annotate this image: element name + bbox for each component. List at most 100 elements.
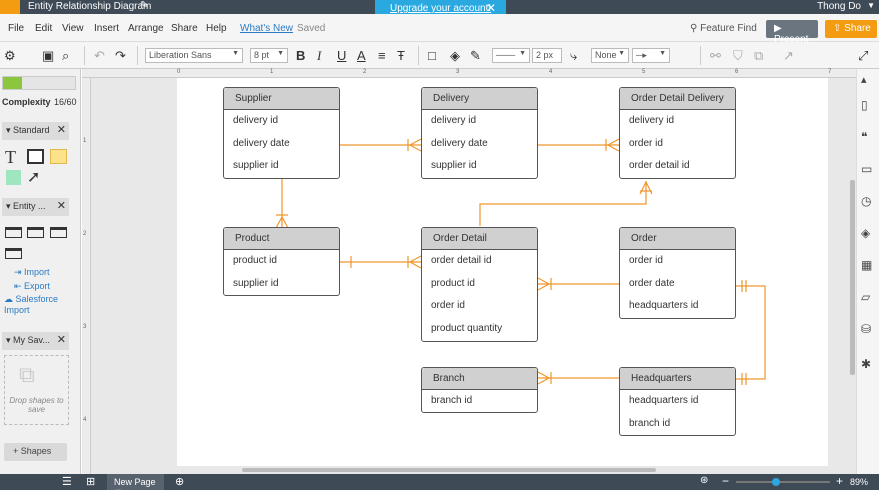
import-link[interactable]: ⇥ Import: [14, 267, 50, 278]
database-icon[interactable]: ⛁: [861, 322, 872, 336]
zoom-in-icon[interactable]: +: [836, 474, 844, 488]
line-width-select[interactable]: 2 px: [532, 48, 562, 63]
close-icon[interactable]: ✕: [56, 200, 66, 212]
connector-order-headquarters[interactable]: [736, 285, 766, 380]
font-size-select[interactable]: 8 pt▼: [250, 48, 288, 63]
entity-title: Headquarters: [620, 368, 735, 390]
present-button[interactable]: ▶ Present: [766, 20, 818, 45]
menu-insert[interactable]: Insert: [94, 23, 120, 34]
entity-shape-icon[interactable]: [5, 227, 22, 238]
bottom-bar: ☰ ⊞ New Page ▼ ⊕ ⊛ − + 89%: [0, 474, 879, 497]
app-logo-icon[interactable]: [0, 0, 20, 14]
menu-help[interactable]: Help: [206, 23, 227, 34]
history-icon[interactable]: ◷: [861, 194, 872, 208]
grid-view-icon[interactable]: ⊞: [86, 476, 96, 488]
line-color-icon[interactable]: ✎: [470, 48, 481, 63]
entity-order[interactable]: Order order id order date headquarters i…: [619, 227, 736, 319]
salesforce-import-link[interactable]: ☁ Salesforce Import: [4, 294, 78, 316]
layer-icon[interactable]: ⧉: [754, 48, 764, 63]
add-page-icon[interactable]: ⊕: [175, 476, 185, 488]
entity-delivery[interactable]: Delivery delivery id delivery date suppl…: [421, 87, 538, 179]
text-options-icon[interactable]: Ŧ: [397, 48, 405, 63]
library-entity-header[interactable]: ▾ Entity ...✕: [2, 198, 69, 216]
entity-supplier[interactable]: Supplier delivery id delivery date suppl…: [223, 87, 340, 179]
entity-headquarters[interactable]: Headquarters headquarters id branch id: [619, 367, 736, 436]
text-shape-icon[interactable]: T: [5, 147, 16, 167]
bold-icon[interactable]: B: [296, 48, 306, 63]
diagram-page[interactable]: Supplier delivery id delivery date suppl…: [177, 78, 828, 466]
connector-style-icon[interactable]: ⤷: [570, 48, 578, 63]
italic-icon[interactable]: I: [317, 48, 322, 63]
document-title[interactable]: Entity Relationship Diagram: [28, 1, 152, 12]
presentation-icon[interactable]: ▭: [861, 162, 873, 176]
connector-orderdetail-odd[interactable]: [479, 181, 647, 226]
magic-wand-icon[interactable]: ✱: [861, 357, 872, 371]
close-icon[interactable]: ✕: [485, 1, 496, 15]
more-tools-icon[interactable]: ↗: [783, 48, 794, 63]
entity-shape-icon[interactable]: [27, 227, 44, 238]
feature-find-button[interactable]: ⚲ Feature Find: [690, 23, 757, 34]
navigate-icon[interactable]: ⊛: [700, 475, 709, 486]
entity-order-detail[interactable]: Order Detail order detail id product id …: [421, 227, 538, 342]
close-icon[interactable]: ✕: [56, 334, 66, 346]
library-standard-header[interactable]: ▾ Standard✕: [2, 122, 69, 140]
list-view-icon[interactable]: ☰: [62, 476, 72, 488]
block-shape-icon[interactable]: [6, 170, 21, 185]
gear-icon[interactable]: ⚙: [4, 48, 16, 63]
horizontal-scrollbar[interactable]: [242, 468, 656, 472]
zoom-out-icon[interactable]: −: [722, 474, 730, 488]
close-icon[interactable]: ✕: [56, 124, 66, 136]
align-icon[interactable]: ≡: [378, 48, 386, 63]
rectangle-shape-icon[interactable]: [27, 149, 44, 164]
undo-icon[interactable]: ↶: [94, 48, 105, 63]
menu-share[interactable]: Share: [171, 23, 198, 34]
menu-file[interactable]: File: [8, 23, 25, 34]
lock-icon[interactable]: ⛉: [733, 48, 743, 63]
arrow-end-select[interactable]: ─▸▼: [632, 48, 670, 63]
collapse-arrow-icon[interactable]: ▴: [861, 74, 867, 86]
upgrade-banner[interactable]: Upgrade your account! ✕: [375, 0, 506, 18]
entity-branch[interactable]: Branch branch id: [421, 367, 538, 413]
font-family-select[interactable]: Liberation Sans▼: [145, 48, 243, 63]
fill-color-icon[interactable]: ◈: [450, 48, 460, 63]
saved-shapes-dropzone[interactable]: ⧉: [4, 355, 69, 425]
share-button[interactable]: ⇧ Share: [825, 20, 877, 38]
quote-icon[interactable]: ❝: [861, 130, 868, 144]
menu-arrange[interactable]: Arrange: [128, 23, 164, 34]
fullscreen-icon[interactable]: ⤢: [858, 48, 869, 63]
whats-new-link[interactable]: What's New: [240, 23, 294, 34]
edit-title-icon[interactable]: ✎: [140, 0, 149, 11]
zoom-slider-handle[interactable]: [772, 478, 780, 486]
entity-product[interactable]: Product product id supplier id: [223, 227, 340, 296]
zoom-level[interactable]: 89%: [850, 477, 869, 487]
comment-icon[interactable]: ▱: [861, 290, 871, 304]
entity-shape-icon[interactable]: [5, 248, 22, 259]
shape-border-icon[interactable]: □: [428, 48, 436, 63]
vertical-scrollbar[interactable]: [850, 180, 855, 375]
arrow-shape-icon[interactable]: ➚: [27, 169, 41, 186]
note-shape-icon[interactable]: [50, 149, 67, 164]
page-icon[interactable]: ▯: [861, 98, 868, 112]
image-icon[interactable]: ▣: [42, 48, 55, 63]
menu-view[interactable]: View: [62, 23, 84, 34]
library-my-saved-header[interactable]: ▾ My Sav...✕: [2, 332, 69, 350]
upgrade-link[interactable]: Upgrade your account!: [390, 3, 492, 14]
entity-order-detail-delivery[interactable]: Order Detail Delivery delivery id order …: [619, 87, 736, 179]
layers-icon[interactable]: ◈: [861, 226, 871, 240]
text-color-icon[interactable]: A: [357, 48, 366, 63]
page-tab[interactable]: New Page ▼: [107, 474, 164, 497]
shapes-button[interactable]: + Shapes: [4, 443, 67, 461]
redo-icon[interactable]: ↷: [115, 48, 126, 63]
arrow-start-select[interactable]: None▼: [591, 48, 629, 63]
link-icon[interactable]: ⚯: [710, 48, 721, 63]
line-style-select[interactable]: ───▼: [492, 48, 530, 63]
menu-edit[interactable]: Edit: [35, 23, 53, 34]
search-icon[interactable]: ⌕: [62, 48, 70, 63]
shape-data-icon[interactable]: ▦: [861, 258, 873, 272]
chevron-down-icon[interactable]: ▼: [867, 1, 875, 10]
user-name[interactable]: Thong Do: [817, 1, 861, 12]
zoom-slider[interactable]: [736, 481, 830, 483]
export-link[interactable]: ⇤ Export: [14, 281, 50, 292]
underline-icon[interactable]: U: [337, 48, 347, 63]
entity-shape-icon[interactable]: [50, 227, 67, 238]
